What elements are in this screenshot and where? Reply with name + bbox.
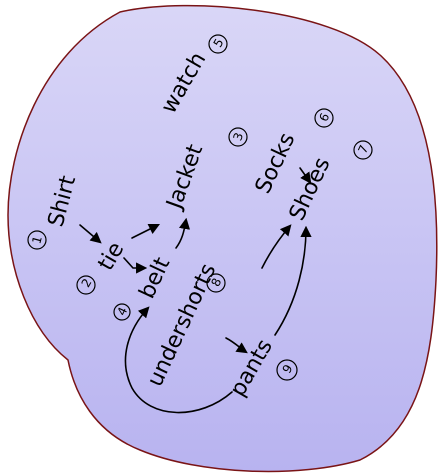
edge-undershorts-to-shoes — [261, 224, 292, 269]
edge-undershorts-to-pants — [225, 337, 248, 354]
node-belt-number-circle — [113, 303, 131, 321]
node-watch-number-circle — [208, 34, 228, 54]
node-tie-number-circle — [76, 275, 96, 295]
node-shirt-number-circle — [27, 230, 47, 250]
edge-belt-to-jacket — [175, 217, 191, 249]
enclosing-blob — [7, 4, 438, 473]
edge-socks-to-shoes — [299, 167, 312, 184]
edge-tie-to-belt — [123, 257, 148, 274]
edge-pants-to-shoes — [274, 225, 312, 336]
edge-tie-to-jacket — [131, 223, 161, 239]
node-jacket-number-circle — [228, 127, 248, 147]
edge-pants-to-belt — [124, 306, 233, 414]
node-socks-number-circle — [314, 108, 334, 128]
node-shoes-number-circle — [353, 140, 373, 160]
node-pants-number-circle — [276, 359, 298, 381]
node-shirt-number: 1 — [29, 234, 45, 245]
edge-shirt-to-tie — [79, 224, 102, 244]
node-jacket-number: 3 — [230, 131, 246, 143]
node-undershorts-number-circle — [206, 273, 226, 293]
